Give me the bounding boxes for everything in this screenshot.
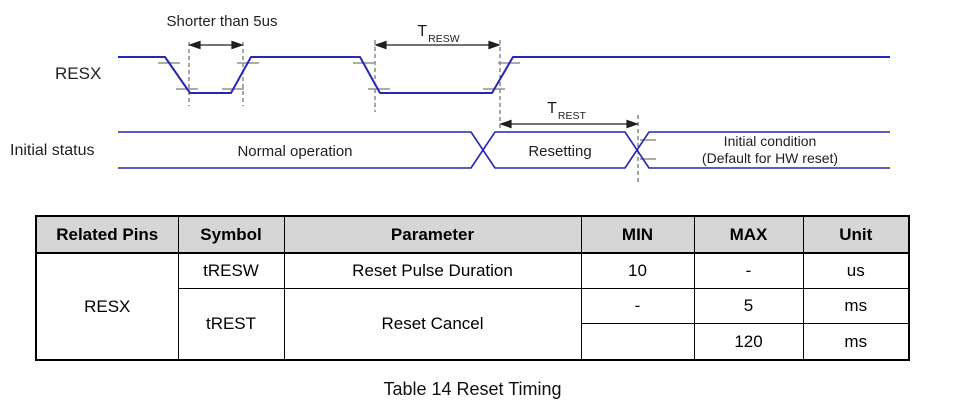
- table-row: tREST Reset Cancel - 5 ms: [36, 288, 910, 361]
- dimension-arrows: [188, 40, 639, 129]
- initial-condition-line2: (Default for HW reset): [701, 150, 839, 167]
- table-header-row: Related Pins Symbol Parameter MIN MAX Un…: [35, 215, 910, 254]
- timing-waveform-canvas: [118, 40, 890, 184]
- header-related-pins: Related Pins: [35, 215, 179, 254]
- initial-status-signal-label: Initial status: [10, 142, 95, 159]
- cell-max: -: [693, 252, 804, 289]
- header-symbol: Symbol: [177, 215, 285, 254]
- header-max: MAX: [693, 215, 804, 254]
- header-min: MIN: [580, 215, 695, 254]
- bus-state-normal-operation: Normal operation: [237, 143, 353, 160]
- cell-min: [580, 323, 695, 361]
- reset-timing-table-wrap: Related Pins Symbol Parameter MIN MAX Un…: [35, 215, 910, 361]
- cell-related-pin: RESX: [35, 252, 179, 361]
- table-caption: Table 14 Reset Timing: [383, 379, 562, 399]
- resx-signal-label: RESX: [55, 64, 102, 83]
- cell-unit: ms: [802, 323, 910, 361]
- table-row: RESX tRESW Reset Pulse Duration 10 - us: [35, 252, 910, 361]
- reset-timing-table: Related Pins Symbol Parameter MIN MAX Un…: [35, 215, 910, 361]
- cell-min: 10: [580, 252, 695, 289]
- tresw-sub: RESW: [428, 33, 460, 46]
- bus-state-initial-condition: Initial condition (Default for HW reset): [702, 133, 838, 167]
- tresw-main: T: [417, 23, 428, 40]
- cell-parameter-reset-pulse: Reset Pulse Duration: [283, 252, 582, 289]
- header-unit: Unit: [802, 215, 910, 254]
- cell-max: 5: [693, 288, 804, 324]
- tresw-label: TRESW: [417, 23, 460, 46]
- cell-unit: us: [802, 252, 910, 289]
- initial-status-bus-trace: [118, 131, 890, 169]
- bus-state-resetting: Resetting: [528, 143, 592, 160]
- cell-min: -: [580, 288, 695, 324]
- cell-symbol-trest: tREST: [177, 288, 285, 361]
- cell-unit: ms: [802, 288, 910, 324]
- cell-parameter-reset-cancel: Reset Cancel: [283, 288, 582, 361]
- initial-condition-line1: Initial condition: [723, 133, 817, 149]
- dashed-guide-lines: [188, 40, 639, 184]
- trest-main: T: [547, 100, 557, 117]
- cell-max: 120: [693, 323, 804, 361]
- trest-sub: REST: [557, 110, 586, 123]
- resx-signal-trace: [118, 56, 890, 94]
- trest-label: TREST: [547, 100, 586, 123]
- shorter-than-5us-label: Shorter than 5us: [166, 13, 278, 30]
- cell-symbol-tresw: tRESW: [177, 252, 285, 289]
- header-parameter: Parameter: [283, 215, 582, 254]
- table-row: 120 ms: [36, 323, 910, 361]
